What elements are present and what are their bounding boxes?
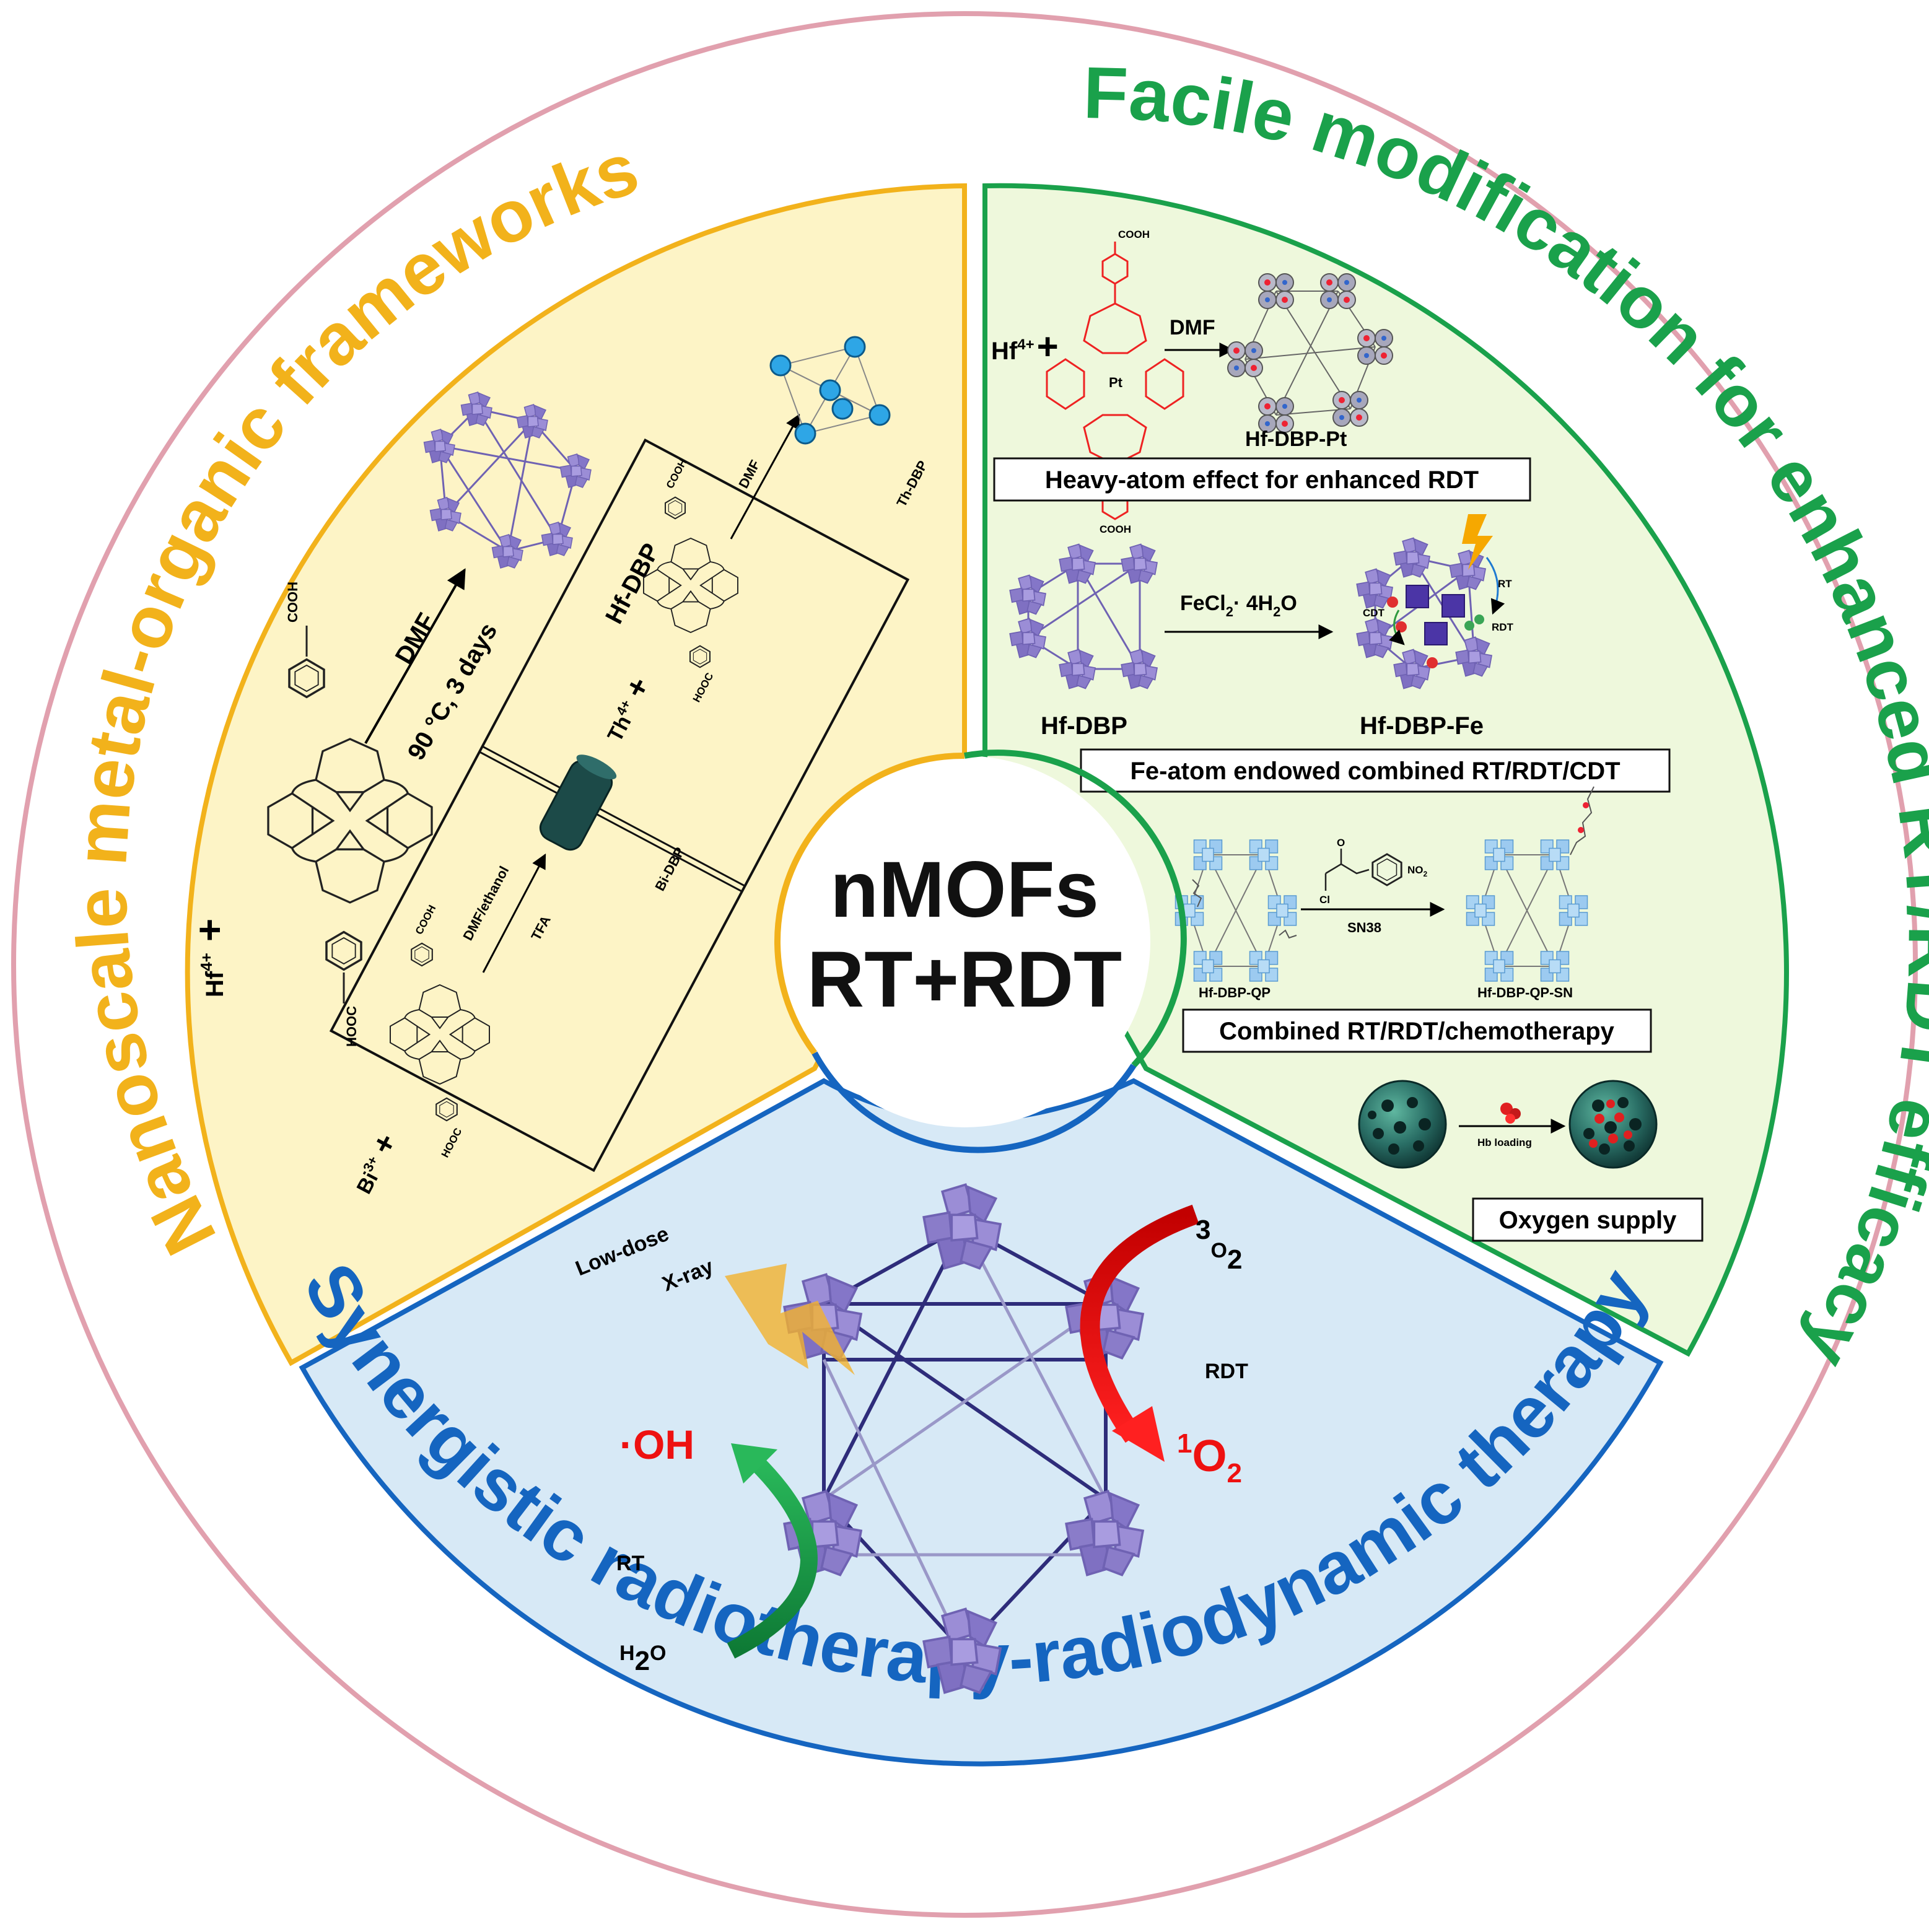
qp-left-label: Hf-DBP-QP (1199, 985, 1271, 1000)
qp-cl-label: Cl (1319, 894, 1330, 906)
triplet-oxygen: 3O2 (1196, 1215, 1242, 1275)
rdt-label: RDT (1205, 1360, 1248, 1383)
sphere-empty (1358, 1080, 1447, 1169)
rt-green-arrow-head (731, 1443, 777, 1484)
fe-cdt-tag: CDT (1363, 607, 1385, 619)
qp-left-framework (1174, 839, 1297, 982)
fe-left-label: Hf-DBP (1041, 712, 1127, 740)
qp-o-label: O (1337, 837, 1345, 849)
rdt-red-arrow (1080, 1204, 1199, 1443)
sector-bottom-blue (299, 1078, 1664, 1767)
pt-caption-box (993, 457, 1531, 502)
hb-caption-box (1472, 1197, 1704, 1242)
hf-reaction-arrow (364, 568, 466, 744)
fe-left-framework (1009, 543, 1158, 689)
right-panel: Hf4++ Pt COOH COOH DMF (991, 229, 1704, 1242)
center-title-line2: RT+RDT (807, 935, 1122, 1024)
hb-caption: Oxygen supply (1499, 1207, 1677, 1234)
pt-product: Hf-DBP-Pt (1245, 427, 1347, 451)
hb-molecule-icon (1500, 1103, 1521, 1124)
hf-cooh-bottom: HOOC (344, 1006, 359, 1047)
bi-dbp-rod (539, 754, 617, 851)
fe-rt-tag: RT (1498, 578, 1512, 590)
qp-reagent: SN38 (1347, 920, 1381, 935)
fe-reaction: Hf-DBP FeCl2· 4H2O (1009, 514, 1671, 793)
hb-loading: Hb loading Oxygen supply (1358, 1080, 1704, 1242)
fe-rdt-tag: RDT (1492, 621, 1514, 633)
hf-metal: Hf4++ (187, 919, 232, 997)
xray-bolt-icon (725, 1264, 855, 1375)
rdt-red-arrow-head (1112, 1406, 1165, 1462)
pt-solvent: DMF (1170, 316, 1215, 339)
pt-metal: Hf4++ (991, 326, 1059, 367)
hydroxyl-radical: ·OH (619, 1422, 694, 1467)
pt-center: Pt (1109, 375, 1123, 390)
fe-right-label: Hf-DBP-Fe (1360, 712, 1484, 740)
hf-cooh-top: COOH (285, 582, 300, 623)
bi-reaction-arrow (482, 853, 546, 973)
rt-label: RT (616, 1552, 645, 1575)
hf-dbp-framework (423, 391, 592, 569)
center-circle (779, 756, 1150, 1127)
th-reaction-arrow (730, 413, 800, 540)
pt-reaction: Hf4++ Pt COOH COOH DMF (991, 229, 1531, 535)
hb-reagent: Hb loading (1477, 1137, 1532, 1148)
pt-framework (1227, 273, 1393, 433)
th-bi-box (329, 438, 910, 1173)
center-title-line1: nMOFs (830, 846, 1099, 934)
fe-right-framework: RT RDT CDT (1356, 514, 1514, 689)
qp-reagent-structure: O Cl NO2 (1319, 837, 1428, 906)
center-ring-yellow (774, 752, 965, 1055)
main-framework (783, 1183, 1144, 1694)
th-dbp-framework (769, 336, 891, 445)
pt-caption: Heavy-atom effect for enhanced RDT (1045, 466, 1479, 494)
qp-right-label: Hf-DBP-QP-SN (1477, 985, 1573, 1000)
qp-reaction: Hf-DBP-QP O Cl NO2 SN38 (1174, 786, 1652, 1053)
qp-right-framework (1466, 786, 1594, 982)
water: H2O (619, 1641, 667, 1676)
rt-green-arrow (727, 1456, 818, 1659)
pt-cooh-bottom: COOH (1100, 523, 1131, 535)
pt-cooh-top: COOH (1118, 229, 1150, 240)
fe-reagent: FeCl2· 4H2O (1180, 592, 1297, 619)
fe-caption: Fe-atom endowed combined RT/RDT/CDT (1130, 758, 1620, 785)
qp-caption: Combined RT/RDT/chemotherapy (1219, 1018, 1615, 1045)
qp-caption-box (1182, 1008, 1652, 1053)
center-ring-blue (811, 1051, 1137, 1153)
center-ring-green (964, 750, 1187, 1068)
qp-no2-label: NO2 (1407, 864, 1428, 878)
fe-caption-box (1080, 748, 1671, 793)
sphere-loaded (1568, 1080, 1658, 1169)
singlet-oxygen: 1O2 (1177, 1428, 1242, 1488)
